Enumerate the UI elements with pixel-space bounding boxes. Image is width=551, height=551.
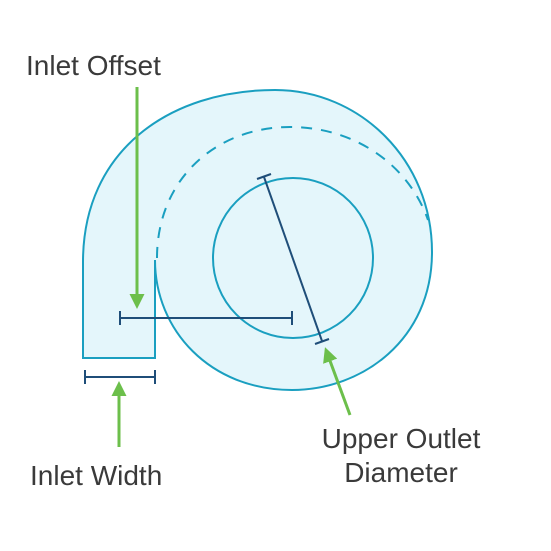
outlet-diameter-dimension (256, 173, 330, 345)
upper-outlet-diameter-label: Upper Outlet Diameter (290, 422, 512, 490)
inlet-offset-label: Inlet Offset (26, 50, 161, 81)
inlet-offset-dimension (119, 311, 293, 325)
dashed-scroll-path (156, 125, 429, 259)
outlet-diameter-arrow (323, 347, 352, 416)
upper-outlet-label-line1: Upper Outlet (321, 423, 481, 454)
inlet-width-dimension (84, 370, 156, 384)
inlet-width-label: Inlet Width (30, 460, 163, 491)
upper-outlet-label-line2: Diameter (344, 457, 458, 488)
